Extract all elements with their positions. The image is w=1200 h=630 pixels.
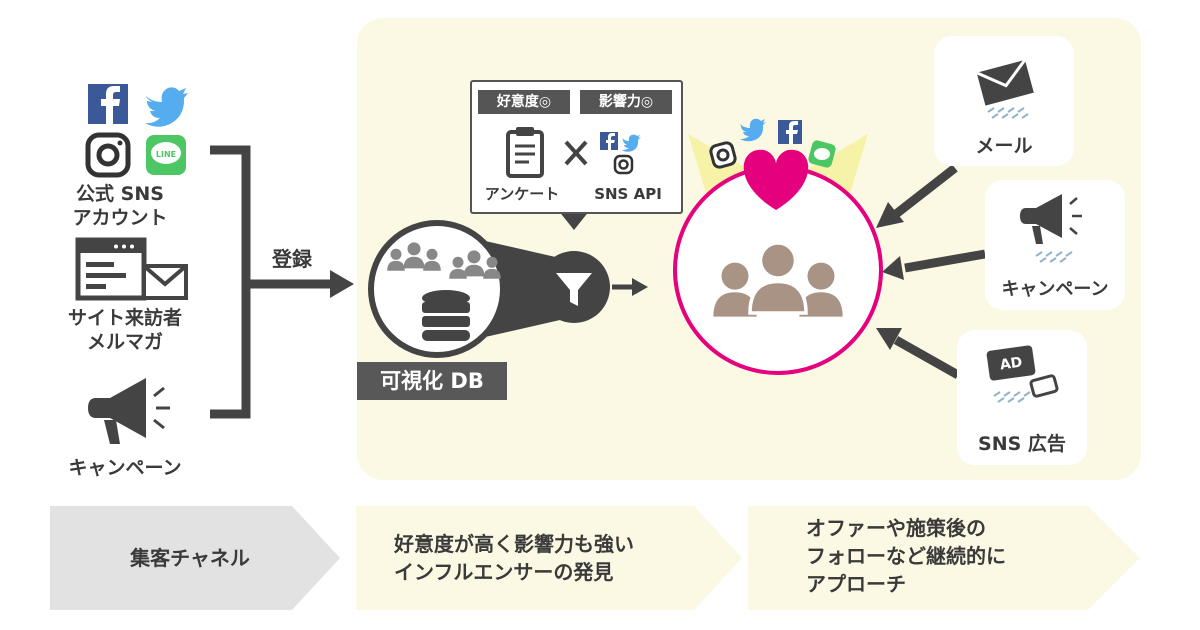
criteria-icons xyxy=(506,127,641,178)
favorability-tag: 好意度◎ xyxy=(478,90,570,114)
megaphone-icon xyxy=(88,378,170,444)
step-1-text: 集客チャネル xyxy=(130,546,250,570)
heart-icon xyxy=(743,149,809,210)
facebook-icon-small xyxy=(778,120,802,144)
influence-tag: 影響力◎ xyxy=(580,90,672,114)
step-3-text: オファーや施策後の フォローなど継続的に アプローチ xyxy=(806,516,1006,596)
filter-icon xyxy=(556,273,592,306)
line-icon-small xyxy=(808,140,836,168)
twitter-icon-tiny xyxy=(622,134,641,152)
facebook-icon-tiny xyxy=(600,132,618,150)
twitter-icon xyxy=(145,87,188,127)
survey-label: アンケート xyxy=(484,185,560,203)
envelope-icon xyxy=(976,58,1034,106)
ad-icon: AD xyxy=(986,345,1059,398)
arrow-head-mail xyxy=(876,202,904,228)
multiply-icon xyxy=(564,140,588,166)
twitter-icon-small xyxy=(740,118,766,142)
ad-badge-text: AD xyxy=(999,355,1023,374)
arrow-head-ad xyxy=(876,328,902,350)
instagram-icon-tiny xyxy=(613,154,634,175)
sns-api-label: SNS API xyxy=(594,185,662,203)
channel-card-mail xyxy=(934,36,1074,166)
clipboard-icon xyxy=(506,127,544,178)
bracket-connector xyxy=(210,145,330,419)
database-icon xyxy=(422,290,470,341)
source-label-site: サイト来訪者 メルマガ xyxy=(67,307,182,353)
step-2-shape xyxy=(356,506,742,610)
filter-criteria-box: 好意度◎ 影響力◎ アンケート SNS API xyxy=(470,80,683,214)
motion-lines-2 xyxy=(1035,251,1073,263)
channel-label-mail: メール xyxy=(975,135,1033,157)
arrow-head-campaign xyxy=(882,256,904,280)
motion-lines xyxy=(987,107,1029,119)
channel-label-ad: SNS 広告 xyxy=(978,433,1066,455)
channel-label-campaign: キャンペーン xyxy=(1001,279,1109,300)
source-label-sns: 公式 SNS アカウント xyxy=(72,183,168,229)
filter-output-arrow xyxy=(632,278,648,296)
instagram-icon xyxy=(85,132,131,178)
instagram-icon-small xyxy=(709,141,737,169)
callout-pointer xyxy=(558,210,590,230)
line-icon: LINE xyxy=(146,135,186,175)
facebook-icon xyxy=(88,84,128,124)
approach-arrows xyxy=(893,164,986,379)
line-badge-text: LINE xyxy=(156,150,176,159)
db-label: 可視化 DB xyxy=(357,362,507,400)
source-label-campaign: キャンペーン xyxy=(68,457,182,479)
step-3-shape xyxy=(748,506,1140,610)
mail-icon xyxy=(142,264,188,300)
register-label: 登録 xyxy=(272,247,312,271)
register-arrow xyxy=(330,270,354,298)
megaphone-icon-right xyxy=(1020,194,1082,244)
step-2-text: 好意度が高く影響力も強い インフルエンサーの発見 xyxy=(394,532,634,584)
step-1-shape xyxy=(50,506,340,610)
motion-lines-3 xyxy=(993,391,1031,403)
